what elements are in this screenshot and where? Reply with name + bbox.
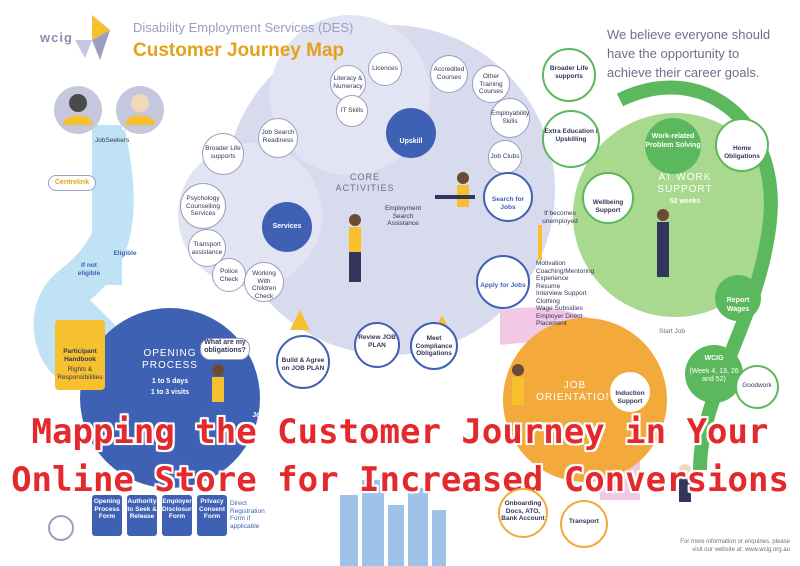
upskill-node[interactable]: Upskill	[386, 108, 436, 158]
broader-life-supports-node[interactable]: Broader Life supports	[542, 48, 596, 102]
psychology-node[interactable]: Psychology Counselling Services	[180, 183, 226, 229]
handbook-title: Participant Handbook	[63, 348, 97, 363]
jobseekers-label: JobSeekers	[95, 137, 130, 144]
job-orientation-circle	[503, 318, 667, 482]
checklist-item: Interview Support	[536, 290, 587, 297]
accredited-courses-node[interactable]: Accredited Courses	[430, 55, 468, 93]
it-skills-node[interactable]: IT Skills	[336, 95, 368, 127]
form-card-opening: Opening Process Form	[92, 495, 122, 536]
jobseeker-avatars	[54, 86, 164, 134]
unemployed-note: If becomes unemployed	[542, 210, 578, 225]
work-related-problem-node[interactable]: Work-related Problem Solving	[645, 118, 701, 174]
report-wages-node[interactable]: Report Wages	[715, 275, 761, 321]
review-job-plan-node[interactable]: Review JOB PLAN	[354, 322, 400, 368]
job-clubs-node[interactable]: Job Clubs	[488, 140, 522, 174]
induction-support-node[interactable]: Induction Support	[608, 370, 652, 414]
form-card-employer: Employer Disclosure Form	[162, 495, 195, 536]
wcig-review-node[interactable]: WCIG (Week 4, 13, 26 and 52)	[685, 345, 743, 403]
at-work-support-duration: 52 weeks	[669, 198, 701, 205]
search-for-jobs-node[interactable]: Search for Jobs	[483, 172, 533, 222]
city-skyline-illustration	[340, 480, 446, 566]
job-orientation-title: JOB ORIENTATION	[536, 380, 614, 403]
apply-for-jobs-node[interactable]: Apply for Jobs	[476, 255, 530, 309]
upskill-label: Upskill	[399, 138, 423, 145]
other-training-node[interactable]: Other Training Courses	[472, 65, 510, 103]
wellbeing-support-node[interactable]: Wellbeing Support	[582, 172, 634, 224]
obligations-bubble: What are my obligations?	[200, 338, 250, 360]
checklist-item: Resume	[536, 282, 561, 290]
transport-assistance-node[interactable]: Transport assistance	[188, 229, 226, 267]
checklist-item: Wage Subsidies	[536, 305, 583, 312]
employability-skills-node[interactable]: Employability Skills	[490, 98, 530, 138]
job-search-readiness-node[interactable]: Job Search Readiness	[258, 118, 298, 158]
overlay-title-line-1: Mapping the Customer Journey in Your	[31, 412, 769, 452]
eligible-label: Eligible	[113, 250, 137, 257]
opening-process-visits: 1 to 3 visits	[150, 389, 190, 396]
transport-node[interactable]: Transport	[560, 500, 608, 548]
forms-note: Direct Registration Form if applicable	[230, 500, 265, 530]
licences-node[interactable]: Licences	[368, 52, 402, 86]
employment-search-assistance: Employment Search Assistance	[384, 205, 422, 227]
brand-logo-text: wcig	[40, 30, 73, 45]
meet-compliance-node[interactable]: Meet Compliance Obligations	[410, 322, 458, 370]
start-job-label: Start Job	[658, 328, 685, 335]
footer-line-2: visit our website at: www.wcig.org.au	[692, 547, 790, 553]
footer-note: For more information or enquiries, pleas…	[630, 538, 790, 554]
opening-process-title: OPENING PROCESS	[142, 348, 198, 371]
core-activities-title: CORE ACTIVITIES	[335, 172, 395, 193]
wwcc-node[interactable]: Working With Children Check	[244, 262, 284, 302]
centrelink-label: Centrelink	[48, 175, 96, 191]
services-label: Services	[272, 223, 302, 230]
home-obligations-node[interactable]: Home Obligations	[715, 118, 769, 172]
police-check-node[interactable]: Police Check	[212, 258, 246, 292]
handbook-subtitle: Rights & Responsibilities	[57, 366, 103, 381]
overlay-title-line-2: Online Store for Increased Conversions	[11, 460, 789, 500]
onboarding-node[interactable]: Onboarding Docs, ATO, Bank Account	[498, 488, 548, 538]
page-title: Customer Journey Map	[133, 40, 345, 61]
person-illustrations	[212, 172, 691, 502]
header-subtitle: Disability Employment Services (DES)	[133, 20, 354, 35]
wcig-logo-mark	[75, 15, 110, 60]
not-eligible-label: If not eligible	[77, 262, 101, 277]
checklist-item: Coaching/Mentoring	[536, 267, 595, 275]
services-node[interactable]: Services	[262, 202, 312, 252]
form-card-authority: Authority to Seek & Release	[127, 495, 157, 536]
checklist-item: Clothing	[536, 297, 560, 305]
checklist-item: Motivation	[536, 260, 566, 267]
footer-line-1: For more information or enquiries, pleas…	[680, 539, 790, 545]
checklist-item: Experience	[536, 275, 569, 282]
broader-life-node[interactable]: Broader Life supports	[202, 133, 244, 175]
at-work-support-title: AT WORK SUPPORT	[657, 172, 713, 195]
tagline: We believe everyone should have the oppo…	[607, 27, 771, 80]
opening-process-days: 1 to 5 days	[151, 378, 189, 385]
apply-checklist: Motivation Coaching/Mentoring Experience…	[536, 260, 606, 328]
wheelchair-user-icon	[48, 515, 74, 541]
form-card-privacy: Privacy Consent Form	[197, 495, 227, 536]
extra-education-node[interactable]: Extra Education / Upskilling	[542, 110, 600, 168]
checklist-item: Employer Direct Placement	[536, 312, 583, 328]
participant-handbook: Participant Handbook Rights & Responsibi…	[55, 320, 105, 390]
build-job-plan-node[interactable]: Build & Agree on JOB PLAN	[276, 335, 330, 389]
goodwork-node[interactable]: Goodwork	[735, 365, 779, 409]
jobseeker-label: JobSeeker	[252, 412, 288, 419]
left-journey-column	[92, 125, 122, 285]
